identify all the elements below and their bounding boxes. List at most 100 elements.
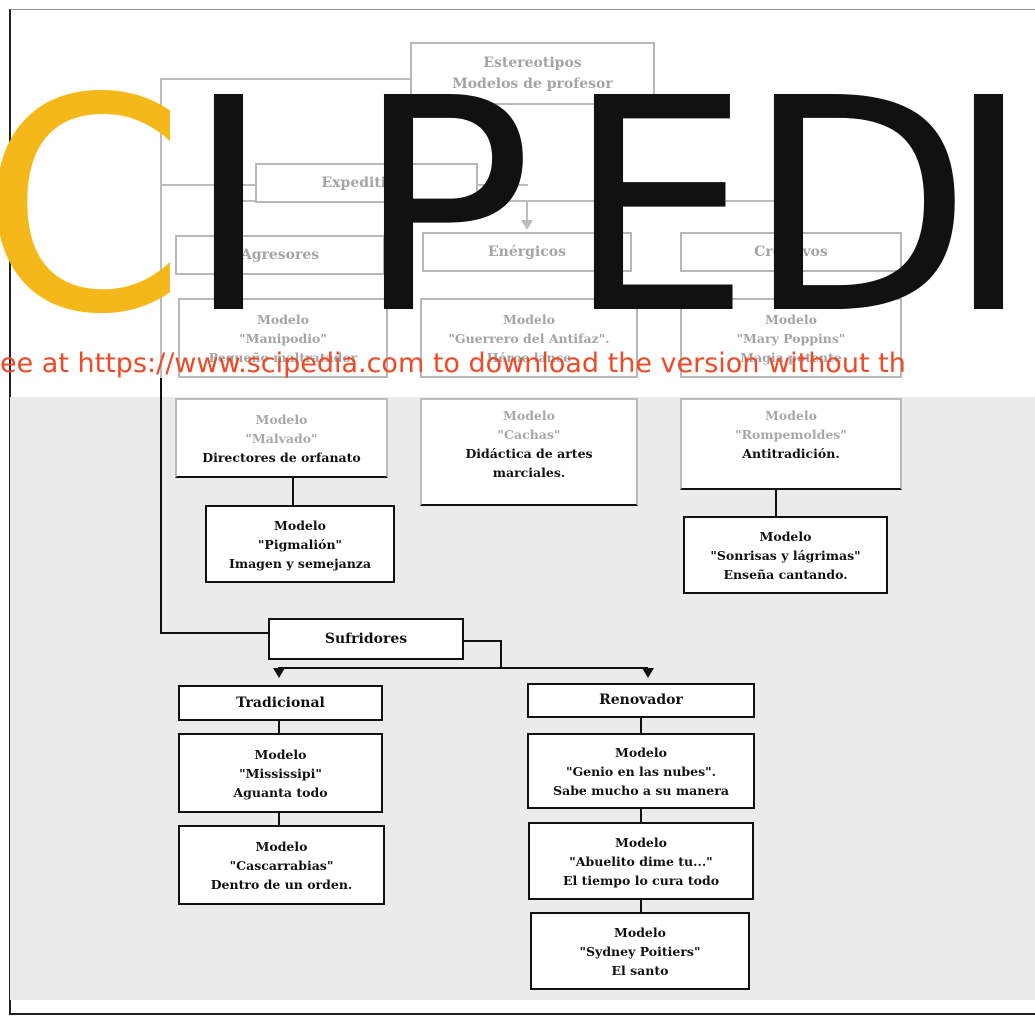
connector	[464, 640, 502, 642]
model-guerrero: Modelo "Guerrero del Antifaz". Héroe lan…	[420, 298, 638, 378]
connector	[640, 717, 642, 733]
creativos-box: Creativos	[680, 232, 902, 272]
connector	[278, 720, 280, 734]
connector	[225, 200, 227, 222]
root-line-1: Estereotipos	[483, 54, 582, 71]
model-description: Enseña cantando.	[723, 566, 848, 582]
model-word: Modelo	[615, 744, 667, 760]
tradicional-label: Tradicional	[236, 694, 325, 711]
connector	[278, 812, 280, 826]
model-word: Modelo	[274, 517, 326, 533]
model-word: Modelo	[615, 834, 667, 850]
connector	[160, 78, 162, 378]
model-word: Modelo	[765, 311, 817, 327]
energicos-box: Enérgicos	[422, 232, 632, 272]
model-abuelito-dime-tu: Modelo "Abuelito dime tu..." El tiempo l…	[528, 822, 754, 900]
model-name: "Rompemoldes"	[735, 427, 847, 442]
connector	[160, 378, 162, 633]
model-cachas: Modelo "Cachas" Didáctica de artes marci…	[420, 398, 638, 506]
energicos-label: Enérgicos	[488, 243, 566, 260]
model-word: Modelo	[503, 311, 555, 327]
connector	[292, 478, 294, 506]
model-name: "Cascarrabias"	[229, 857, 334, 873]
connector	[526, 200, 528, 222]
watermark-logo: C I P E D I	[0, 60, 1035, 360]
tradicional-box: Tradicional	[178, 685, 383, 721]
arrow-energicos	[521, 220, 533, 230]
model-malvado: Modelo "Malvado" Directores de orfanato	[175, 398, 388, 478]
sufridores-label: Sufridores	[324, 630, 408, 647]
connector	[160, 78, 410, 80]
connector	[278, 667, 648, 669]
connector	[775, 490, 777, 516]
model-name: "Abuelito dime tu..."	[569, 853, 713, 869]
connector	[640, 900, 642, 914]
model-word: Modelo	[255, 838, 308, 854]
model-name: "Sonrisas y lágrimas"	[710, 547, 861, 563]
model-name: "Sydney Poitiers"	[579, 943, 701, 959]
model-pigmalion: Modelo "Pigmalión" Imagen y semejanza	[205, 505, 395, 583]
watermark-letter: I	[945, 35, 1033, 379]
model-word: Modelo	[254, 746, 307, 762]
creativos-label: Creativos	[754, 243, 828, 260]
agresores-box: Agresores	[175, 235, 385, 275]
model-description: Dentro de un orden.	[210, 876, 353, 892]
model-name: "Malvado"	[245, 430, 318, 446]
watermark-letter: E	[565, 35, 752, 379]
model-name: "Cachas"	[497, 427, 561, 442]
watermark-letter: C	[0, 35, 186, 379]
model-word: Modelo	[503, 408, 555, 423]
arrow-tradicional	[273, 668, 285, 678]
renovador-box: Renovador	[527, 683, 755, 718]
watermark-notice-link[interactable]: ee at https://www.scipedia.com to downlo…	[0, 348, 906, 379]
model-word: Modelo	[255, 411, 308, 427]
arrow-renovador	[642, 668, 654, 678]
sufridores-box: Sufridores	[268, 618, 464, 660]
connector	[784, 200, 786, 222]
model-genio-en-las-nubes: Modelo "Genio en las nubes". Sabe mucho …	[527, 733, 755, 809]
connector	[160, 184, 255, 186]
model-name: "Genio en las nubes".	[565, 763, 717, 779]
root-line-2: Modelos de profesor	[452, 75, 613, 92]
model-name: "Mary Poppins"	[736, 330, 846, 346]
model-sonrisas-y-lagrimas: Modelo "Sonrisas y lágrimas" Enseña cant…	[683, 516, 888, 594]
model-description: Aguanta todo	[233, 784, 328, 800]
agresores-label: Agresores	[240, 246, 320, 263]
model-word: Modelo	[765, 408, 817, 423]
model-word: Modelo	[614, 924, 666, 940]
model-manipodio: Modelo "Manipodio" Pequeño maltratador	[178, 298, 388, 378]
expeditivos-label: Expeditivos	[321, 174, 412, 191]
model-name: "Mississipi"	[239, 765, 322, 781]
watermark-letter: I	[185, 35, 273, 379]
model-rompemoldes: Modelo "Rompemoldes" Antitradición.	[680, 398, 902, 490]
arrow-agresores	[220, 220, 232, 230]
model-description: Sabe mucho a su manera	[553, 782, 729, 798]
model-description: Imagen y semejanza	[229, 555, 371, 571]
model-word: Modelo	[759, 528, 812, 544]
model-description: El tiempo lo cura todo	[562, 872, 720, 888]
model-mary-poppins: Modelo "Mary Poppins" Magia potente	[680, 298, 902, 378]
connector	[225, 200, 785, 202]
watermark-letter: D	[745, 35, 973, 379]
renovador-label: Renovador	[599, 692, 683, 708]
connector	[478, 184, 528, 186]
model-description: Pequeño maltratador	[208, 349, 358, 365]
model-description: Didáctica de artes marciales.	[465, 446, 593, 480]
expeditivos-box: Expeditivos	[255, 163, 478, 203]
model-mississipi: Modelo "Mississipi" Aguanta todo	[178, 733, 383, 813]
model-description: Antitradición.	[742, 446, 840, 461]
connector	[160, 632, 270, 634]
model-name: "Guerrero del Antifaz".	[448, 330, 610, 346]
model-description: Magia potente	[740, 349, 842, 365]
root-box: Estereotipos Modelos de profesor	[410, 42, 655, 105]
model-description: Héroe lance	[486, 349, 572, 365]
connector	[640, 808, 642, 822]
model-description: El santo	[611, 962, 669, 978]
model-name: "Pigmalión"	[257, 536, 343, 552]
connector	[500, 640, 502, 668]
arrow-creativos	[779, 220, 791, 230]
model-sydney-poitiers: Modelo "Sydney Poitiers" El santo	[530, 912, 750, 990]
model-cascarrabias: Modelo "Cascarrabias" Dentro de un orden…	[178, 825, 385, 905]
model-name: "Manipodio"	[239, 330, 327, 346]
model-word: Modelo	[257, 311, 309, 327]
